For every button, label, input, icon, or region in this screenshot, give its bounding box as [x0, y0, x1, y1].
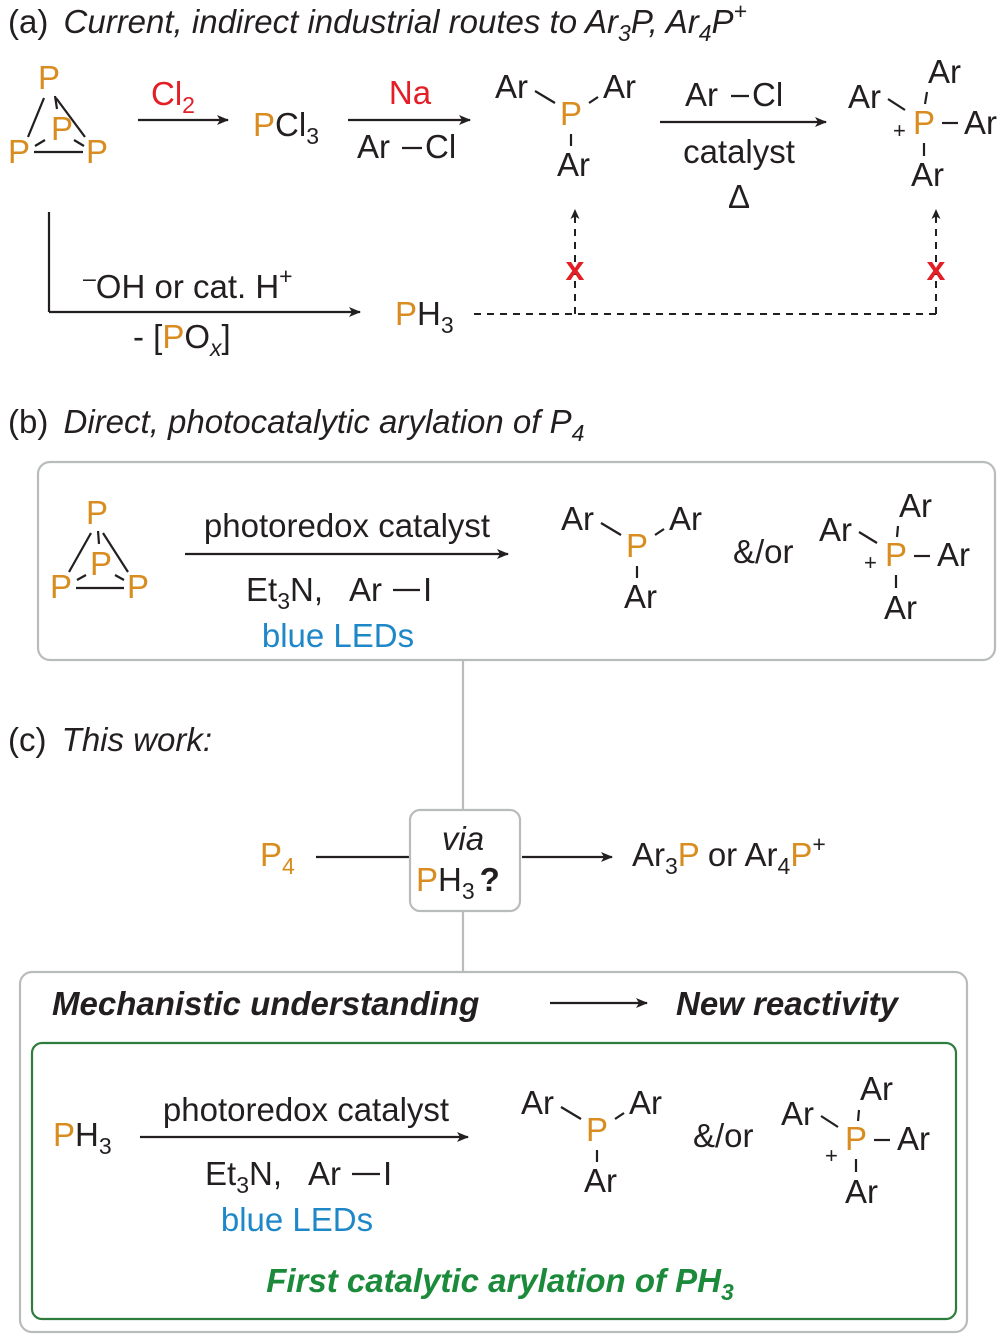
blocked-mark-right: x — [927, 250, 946, 288]
svg-text:P: P — [86, 133, 108, 170]
reagent-na: Na — [389, 74, 432, 111]
reagent-photoredox-b: photoredox catalyst — [204, 507, 490, 544]
svg-text:Ar: Ar — [937, 536, 970, 573]
svg-text:P: P — [560, 95, 582, 132]
andor-c: &/or — [693, 1117, 754, 1154]
via-ph3-box — [408, 808, 522, 913]
pcl3: PCl3 — [253, 106, 319, 149]
inner-box-c — [30, 1041, 958, 1321]
mech-understanding: Mechanistic understanding — [52, 985, 479, 1022]
svg-text:+: + — [893, 118, 906, 143]
svg-text:Ar: Ar — [928, 53, 961, 90]
svg-text:Ar: Ar — [911, 156, 944, 193]
svg-text:P: P — [626, 527, 648, 564]
reagent-cl2: Cl2 — [151, 75, 195, 118]
reagent-et3n-ari-b: Et3N, Ar I — [246, 571, 432, 614]
svg-text:Ar: Ar — [819, 511, 852, 548]
via-label: via — [442, 820, 484, 857]
svg-text:Ar: Ar — [629, 1084, 662, 1121]
reagent-et3n-ari-c: Et3N, Ar I — [205, 1155, 392, 1198]
p4-reactant-c: P4 — [260, 836, 295, 879]
svg-text:P: P — [86, 494, 108, 531]
svg-text:Ar: Ar — [685, 76, 718, 113]
byproduct-pox: - [POx] — [133, 318, 231, 361]
triarylphosphine-c: Ar Ar P Ar — [521, 1084, 662, 1199]
svg-text:Ar: Ar — [557, 146, 590, 183]
andor-b: &/or — [733, 533, 794, 570]
svg-text:Ar: Ar — [860, 1070, 893, 1107]
tetraarylphosphonium-a: Ar Ar P + Ar Ar — [848, 53, 997, 193]
ph3-intermediate: PH3? — [416, 861, 500, 904]
footer-first-catalytic: First catalytic arylation of PH3 — [266, 1262, 734, 1305]
blue-leds-c: blue LEDs — [221, 1201, 373, 1238]
svg-text:P: P — [885, 536, 907, 573]
svg-text:Et3N,: Et3N, — [205, 1155, 282, 1198]
svg-text:I: I — [383, 1155, 392, 1192]
svg-text:Ar: Ar — [521, 1084, 554, 1121]
svg-text:P: P — [50, 568, 72, 605]
svg-text:Ar: Ar — [624, 578, 657, 615]
reagent-hydroxide: –OH or cat. H+ — [83, 263, 293, 305]
svg-text:+: + — [825, 1143, 838, 1168]
svg-text:Ar: Ar — [899, 487, 932, 524]
section-a: (a) Current, indirect industrial routes … — [8, 0, 997, 361]
svg-text:Ar: Ar — [308, 1155, 341, 1192]
new-reactivity: New reactivity — [676, 985, 900, 1022]
svg-text:Ar: Ar — [845, 1173, 878, 1210]
p4-tetrahedron-a: P P P P — [8, 59, 108, 170]
svg-text:Ar: Ar — [897, 1120, 930, 1157]
reagent-photoredox-c: photoredox catalyst — [163, 1091, 449, 1128]
triarylphosphine-a: Ar Ar P Ar — [495, 68, 636, 183]
tetraarylphosphonium-c: Ar Ar P + Ar Ar — [781, 1070, 930, 1210]
svg-text:+: + — [864, 550, 877, 575]
reagent-heat: Δ — [728, 178, 750, 215]
svg-text:P: P — [51, 110, 73, 147]
section-b: (b) Direct, photocatalytic arylation of … — [8, 403, 997, 662]
svg-text:Ar: Ar — [495, 68, 528, 105]
svg-text:Ar: Ar — [781, 1095, 814, 1132]
svg-text:P: P — [586, 1111, 608, 1148]
ph3-reactant-c: PH3 — [53, 1116, 112, 1159]
svg-text:Ar: Ar — [884, 589, 917, 626]
svg-text:Cl: Cl — [752, 76, 783, 113]
section-a-label: (a) — [8, 3, 48, 40]
svg-text:Ar: Ar — [669, 500, 702, 537]
reagent-ar-cl-a: Ar Cl — [357, 128, 456, 165]
phosphine-ph3-a: PH3 — [395, 295, 454, 338]
svg-text:P: P — [913, 104, 935, 141]
svg-text:Cl: Cl — [425, 128, 456, 165]
svg-text:Ar: Ar — [584, 1162, 617, 1199]
section-a-title-text: Current, indirect industrial routes to A… — [64, 3, 621, 40]
blocked-mark-left: x — [566, 250, 585, 288]
svg-text:I: I — [423, 571, 432, 608]
svg-text:Ar: Ar — [603, 68, 636, 105]
svg-text:P: P — [8, 133, 30, 170]
svg-text:P: P — [845, 1120, 867, 1157]
svg-text:Ar: Ar — [349, 571, 382, 608]
p4-tetrahedron-b: P P P P — [50, 494, 149, 605]
section-a-title: (a) Current, indirect industrial routes … — [8, 0, 747, 46]
svg-text:Ar: Ar — [561, 500, 594, 537]
section-c-label: (c) — [8, 721, 46, 758]
triarylphosphine-b: Ar Ar P Ar — [561, 500, 702, 615]
section-c-title: (c) This work: — [8, 721, 212, 758]
reagent-catalyst: catalyst — [683, 133, 795, 170]
svg-text:Ar: Ar — [357, 128, 390, 165]
tetraarylphosphonium-b: Ar Ar P + Ar Ar — [819, 487, 970, 626]
section-b-box — [36, 460, 997, 662]
svg-text:P: P — [90, 545, 112, 582]
svg-text:Et3N,: Et3N, — [246, 571, 323, 614]
reagent-ar-cl-b: Ar Cl — [685, 76, 783, 113]
blue-leds-b: blue LEDs — [262, 617, 414, 654]
section-b-title: (b) Direct, photocatalytic arylation of … — [8, 403, 584, 446]
svg-text:P: P — [127, 568, 149, 605]
section-b-label: (b) — [8, 403, 48, 440]
svg-text:Ar: Ar — [848, 78, 881, 115]
svg-text:P: P — [38, 59, 60, 96]
svg-text:Ar: Ar — [964, 104, 997, 141]
